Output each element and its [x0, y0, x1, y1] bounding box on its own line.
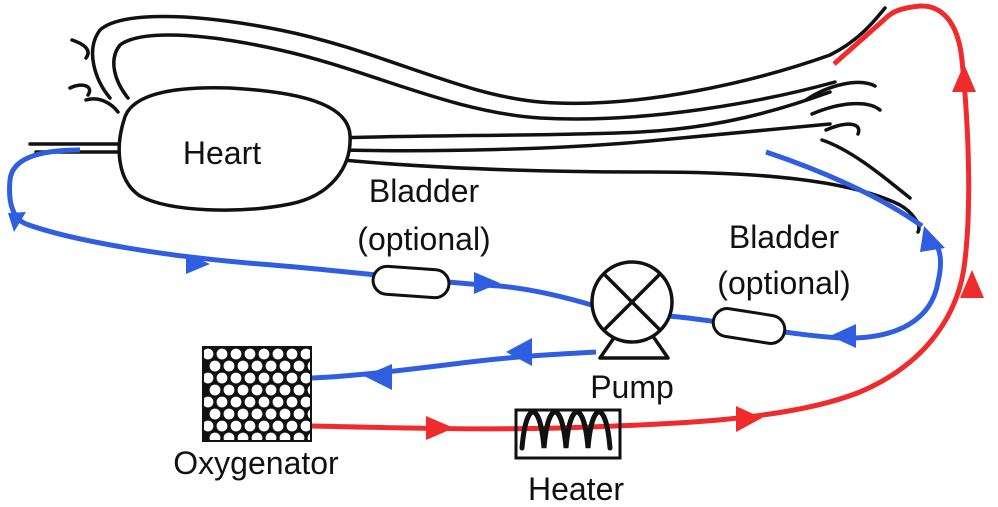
bladder-left-label-line2: (optional): [357, 221, 490, 257]
oxygenator-fiber: [264, 383, 278, 397]
oxygenator-fiber: [204, 371, 215, 385]
arrow-blue-3: [474, 272, 500, 294]
bladder-right-shape: [711, 307, 787, 345]
oxygenator-fiber: [243, 371, 257, 385]
arrow-blue-6: [506, 338, 532, 366]
oxygenator-fiber: [222, 383, 236, 397]
oxygenator-fiber: [299, 395, 310, 409]
heart-shape: [117, 85, 352, 212]
arrow-blue-1: [8, 212, 26, 232]
heater-symbol: [514, 408, 622, 460]
oxygenator-fiber: [271, 419, 285, 433]
oxygenator-fiber: [306, 360, 310, 372]
arrow-red-1: [426, 416, 454, 440]
heart-label: Heart: [183, 135, 261, 171]
oxygenator-fiber: [299, 419, 310, 433]
oxygenator-fiber: [299, 371, 310, 385]
oxygenator-fiber: [257, 348, 271, 361]
flow-arrows: [8, 64, 984, 440]
oxygenator-fiber: [208, 407, 222, 421]
oxygenator-fiber: [306, 432, 310, 440]
oxygenator-fiber: [292, 383, 306, 397]
oxygenator-fiber: [229, 371, 243, 385]
oxygenator-fiber: [208, 383, 222, 397]
oxygenator-fiber: [257, 419, 271, 433]
oxygenator-fiber: [250, 383, 264, 397]
oxygenator-fiber: [278, 407, 292, 421]
oxygenator-fiber: [299, 348, 310, 361]
oxygenator-fiber: [285, 371, 299, 385]
arrow-red-2: [736, 406, 762, 432]
bladder-left-label-line1: Bladder: [369, 173, 480, 209]
arterial-line: [311, 3, 972, 432]
oxygenator-label: Oxygenator: [173, 445, 339, 481]
pump-label: Pump: [590, 369, 674, 405]
oxygenator-fiber: [204, 419, 215, 433]
oxygenator-fiber: [222, 431, 236, 440]
heater-label: Heater: [528, 471, 624, 507]
oxygenator-fiber: [285, 395, 299, 409]
oxygenator-fiber: [285, 419, 299, 433]
oxygenator-fiber: [250, 359, 264, 373]
oxygenator-fiber: [285, 348, 299, 361]
arrow-red-4: [952, 64, 976, 92]
oxygenator-fiber: [306, 384, 310, 396]
oxygenator-fiber: [292, 407, 306, 421]
bladder-right-label-line2: (optional): [717, 265, 850, 301]
oxygenator-fiber: [236, 383, 250, 397]
arrow-red-3: [960, 270, 984, 298]
oxygenator-fiber: [236, 359, 250, 373]
oxygenator-fiber: [264, 407, 278, 421]
oxygenator-fiber: [257, 395, 271, 409]
oxygenator-fiber: [292, 431, 306, 440]
oxygenator-fiber: [215, 395, 229, 409]
oxygenator-fiber: [250, 407, 264, 421]
bladder-left-shape: [371, 264, 451, 300]
oxygenator-fiber: [271, 395, 285, 409]
oxygenator-fiber: [243, 419, 257, 433]
oxygenator-fiber: [215, 371, 229, 385]
oxygenator-fiber: [215, 419, 229, 433]
oxygenator-fiber: [278, 431, 292, 440]
oxygenator-fiber: [271, 371, 285, 385]
oxygenator-fiber: [250, 431, 264, 440]
arrow-blue-5: [830, 324, 856, 348]
oxygenator-fiber: [208, 359, 222, 373]
oxygenator-fiber: [278, 359, 292, 373]
oxygenator-fiber: [257, 371, 271, 385]
oxygenator-fiber: [208, 431, 222, 440]
oxygenator-fiber: [222, 407, 236, 421]
oxygenator-fiber: [278, 383, 292, 397]
bladder-right-label-line1: Bladder: [729, 219, 840, 255]
oxygenator-fiber: [204, 395, 215, 409]
oxygenator-fiber: [222, 359, 236, 373]
oxygenator-fiber: [229, 395, 243, 409]
oxygenator-fiber: [229, 348, 243, 361]
oxygenator-fiber: [236, 431, 250, 440]
arrow-blue-7: [364, 364, 392, 390]
oxygenator-fiber: [271, 348, 285, 361]
oxygenator-fiber: [204, 348, 215, 361]
oxygenator-fiber: [243, 348, 257, 361]
oxygenator-symbol: [202, 346, 312, 442]
oxygenator-fiber: [236, 407, 250, 421]
pump-symbol: [590, 260, 674, 360]
oxygenator-fiber: [306, 408, 310, 420]
body-outline: [28, 6, 921, 234]
arrow-blue-2: [186, 254, 210, 274]
oxygenator-fiber: [229, 419, 243, 433]
venous-line: [7, 147, 943, 381]
oxygenator-fiber: [243, 395, 257, 409]
oxygenator-fiber: [215, 348, 229, 361]
oxygenator-fiber: [292, 359, 306, 373]
oxygenator-fiber: [264, 359, 278, 373]
arrow-blue-4: [920, 226, 945, 252]
oxygenator-fiber: [264, 431, 278, 440]
